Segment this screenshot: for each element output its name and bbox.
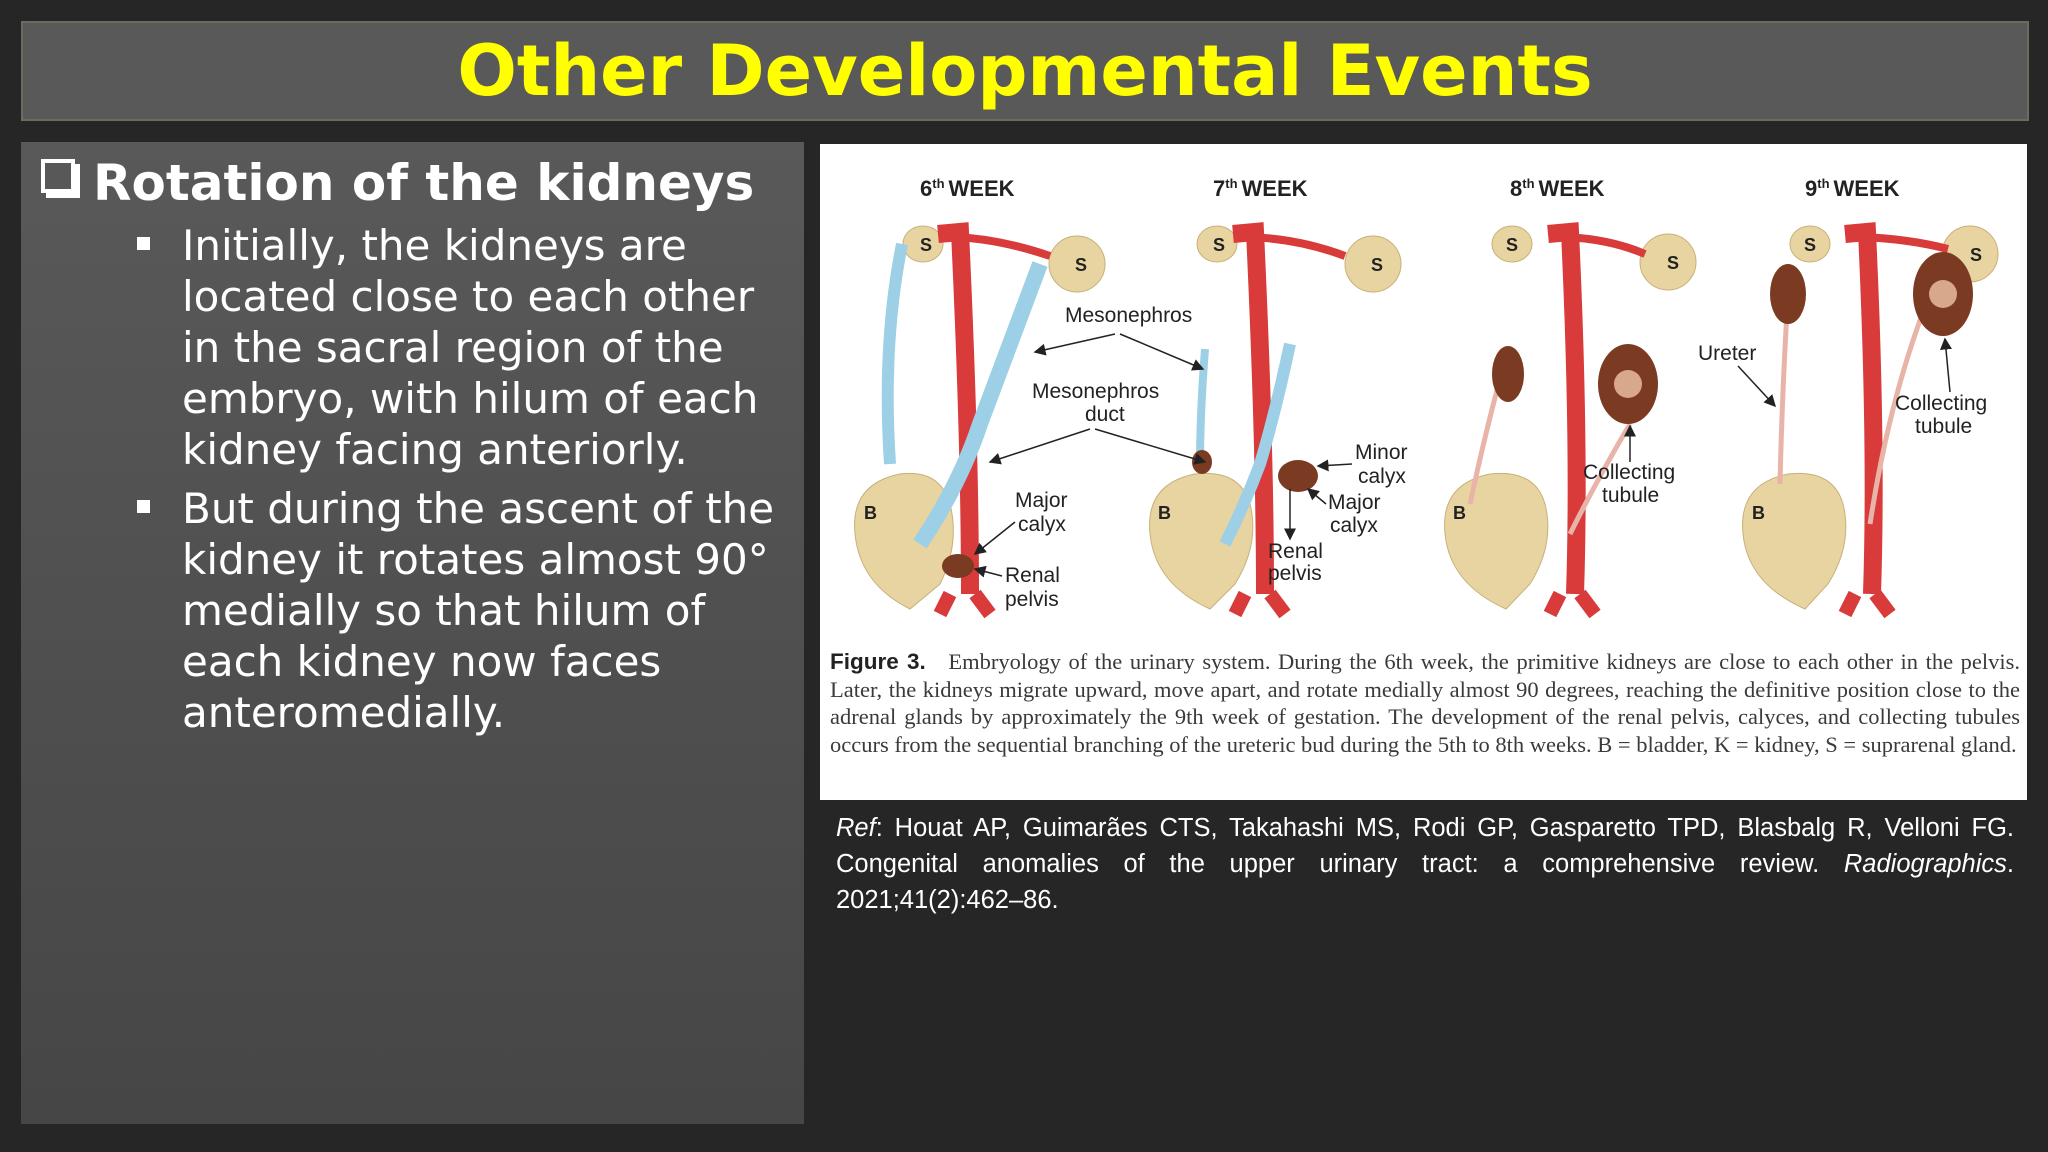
- slide-title: Other Developmental Events: [457, 30, 1593, 112]
- week-8-diagram: S S B Collecting tubule: [1444, 222, 1697, 619]
- square-bullet-icon: [137, 237, 150, 250]
- bullet-text: Initially, the kidneys are located close…: [182, 221, 759, 474]
- ureter-label: Ureter: [1698, 342, 1756, 365]
- mesonephros-duct-label: Mesonephros: [1032, 380, 1159, 403]
- major-calyx-label: Major: [1328, 491, 1381, 514]
- s-label: S: [1213, 235, 1225, 255]
- b-label: B: [1752, 503, 1765, 523]
- s-label: S: [1506, 235, 1518, 255]
- ref-body: : Houat AP, Guimarães CTS, Takahashi MS,…: [836, 814, 2014, 878]
- heading-row: Rotation of the kidneys: [41, 154, 754, 212]
- s-label: S: [1970, 245, 1982, 265]
- collecting-tubule-label: Collecting: [1583, 461, 1675, 484]
- renal-pelvis-label: Renal: [1005, 564, 1060, 587]
- collecting-tubule-label: tubule: [1602, 484, 1659, 507]
- ref-journal: Radiographics: [1843, 850, 2007, 878]
- checkbox-bullet-icon: [41, 159, 75, 193]
- mesonephros-duct-label: duct: [1085, 403, 1125, 426]
- caption-text: Embryology of the urinary system. During…: [830, 649, 2020, 757]
- title-bar: Other Developmental Events: [21, 21, 2029, 121]
- reference-text: Ref: Houat AP, Guimarães CTS, Takahashi …: [836, 810, 2014, 918]
- s-label: S: [1075, 255, 1087, 275]
- b-label: B: [1158, 503, 1171, 523]
- major-calyx-label: calyx: [1018, 513, 1066, 536]
- ref-tail: . 2021;41(2):462–86.: [836, 850, 2014, 914]
- major-calyx-label: Major: [1015, 489, 1068, 512]
- week-9-diagram: S S B Ureter Collecting tubule: [1698, 222, 1999, 619]
- ref-prefix: Ref: [836, 814, 876, 842]
- week-6-diagram: S S B Major calyx Renal pelvis: [854, 222, 1106, 619]
- minor-calyx-label: Minor: [1355, 441, 1408, 464]
- major-calyx-label: calyx: [1330, 514, 1378, 537]
- bullet-item: Initially, the kidneys are located close…: [113, 220, 793, 475]
- square-bullet-icon: [137, 500, 150, 513]
- b-label: B: [1453, 503, 1466, 523]
- figure-caption: Figure 3. Embryology of the urinary syst…: [830, 648, 2020, 758]
- mesonephros-label: Mesonephros: [1065, 304, 1192, 327]
- bullet-text: But during the ascent of the kidney it r…: [182, 484, 775, 737]
- renal-pelvis-label: pelvis: [1005, 588, 1059, 611]
- collecting-tubule-label: tubule: [1915, 415, 1972, 438]
- collecting-tubule-label: Collecting: [1895, 392, 1987, 415]
- s-label: S: [1371, 255, 1383, 275]
- s-label: S: [1667, 253, 1679, 273]
- renal-pelvis-label: Renal: [1268, 540, 1323, 563]
- section-heading: Rotation of the kidneys: [93, 154, 755, 212]
- week-7-diagram: S S B Minor calyx Major calyx Renal pelv…: [1149, 222, 1408, 619]
- b-label: B: [864, 503, 877, 523]
- minor-calyx-label: calyx: [1358, 465, 1406, 488]
- renal-pelvis-label: pelvis: [1268, 562, 1322, 585]
- text-panel: Rotation of the kidneys Initially, the k…: [21, 142, 804, 1124]
- bullet-item: But during the ascent of the kidney it r…: [113, 483, 793, 738]
- s-label: S: [920, 235, 932, 255]
- caption-label: Figure 3.: [830, 649, 926, 674]
- s-label: S: [1804, 235, 1816, 255]
- bullet-list: Initially, the kidneys are located close…: [113, 220, 793, 746]
